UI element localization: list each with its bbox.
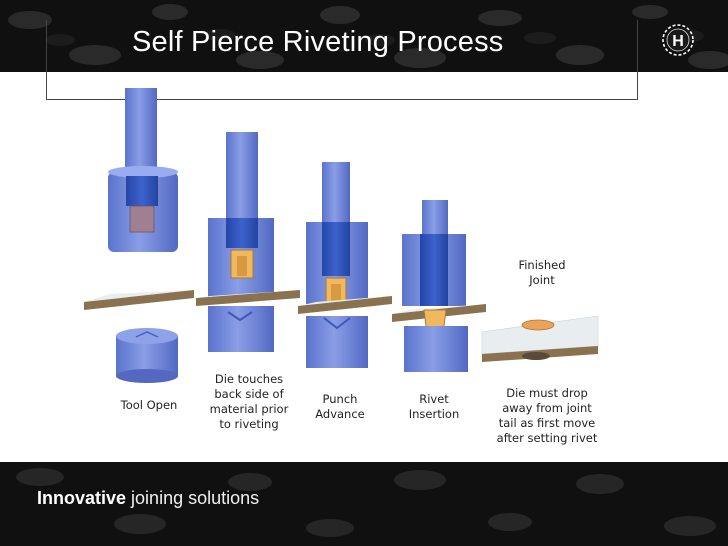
rivet (129, 205, 155, 233)
brand-tagline: Innovative joining solutions (37, 488, 260, 508)
rivet-texture-top (8, 4, 728, 69)
stage-rivet-insertion (392, 200, 486, 372)
label-punch-advance: Punch Advance (315, 392, 365, 421)
sheet-stack-open (84, 290, 194, 310)
stage-finished-joint (481, 315, 599, 362)
label-die-drop: Die must drop away from joint tail as fi… (496, 386, 598, 445)
stage-punch-advance (298, 162, 392, 368)
footer-band (0, 462, 728, 546)
label-finished-joint: Finished Joint (518, 258, 566, 287)
punch (125, 88, 157, 180)
page-title: Self Pierce Riveting Process (132, 26, 504, 58)
label-tool-open: Tool Open (120, 398, 178, 412)
label-rivet-insertion: Rivet Insertion (408, 392, 460, 421)
rivet-head (521, 319, 555, 331)
rivet-texture-bottom (16, 468, 716, 537)
stage-die-touches (196, 132, 300, 352)
svg-text:H: H (672, 33, 684, 50)
label-die-touches: Die touches back side of material prior … (209, 372, 289, 431)
title-frame (46, 20, 638, 100)
header-band (0, 0, 728, 72)
die (116, 328, 178, 383)
stage-tool-open (84, 88, 194, 383)
company-logo: H (660, 22, 696, 58)
